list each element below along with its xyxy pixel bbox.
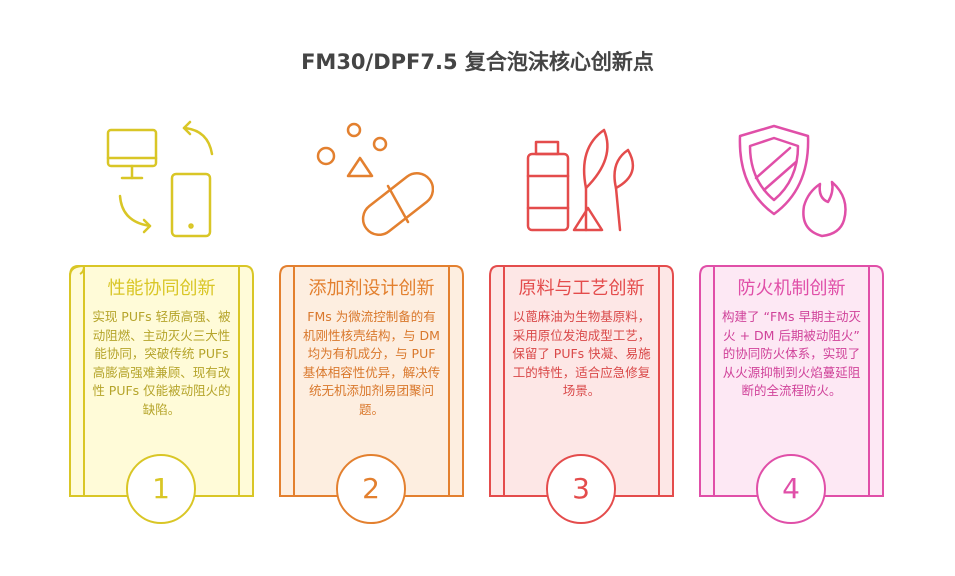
step-number: 2 (336, 454, 406, 524)
step-number: 3 (546, 454, 616, 524)
card-material-process: 原料与工艺创新 以蓖麻油为生物基原料，采用原位发泡成型工艺，保留了 PUFs 快… (488, 262, 675, 524)
card-heading: 原料与工艺创新 (518, 278, 645, 299)
card-fire-mechanism: 防火机制创新 构建了 “FMs 早期主动灭火 + DM 后期被动阻火” 的协同防… (698, 262, 885, 524)
step-number: 4 (756, 454, 826, 524)
card-frame (69, 264, 254, 497)
card-body: 实现 PUFs 轻质高强、被动阻燃、主动灭火三大性能协同，突破传统 PUFs 高… (92, 309, 231, 417)
card-additive-design: 添加剂设计创新 FMs 为微流控制备的有机刚性核壳结构，与 DM 均为有机成分，… (278, 262, 465, 524)
card-frame (489, 265, 674, 497)
card-performance-synergy: 性能协同创新 实现 PUFs 轻质高强、被动阻燃、主动灭火三大性能协同，突破传统… (68, 262, 255, 524)
card-body: 构建了 “FMs 早期主动灭火 + DM 后期被动阻火” 的协同防火体系，实现了… (722, 309, 861, 398)
capsule-particles-icon (316, 122, 434, 237)
page-title: FM30/DPF7.5 复合泡沫核心创新点 (301, 50, 654, 74)
card-body: FMs 为微流控制备的有机刚性核壳结构，与 DM 均为有机成分，与 PUF 基体… (302, 309, 441, 417)
computer-phone-sync-icon (106, 120, 214, 238)
card-frame (279, 265, 464, 497)
card-heading: 添加剂设计创新 (308, 278, 435, 299)
step-number: 1 (126, 454, 196, 524)
bottle-leaf-icon (526, 128, 635, 232)
shield-fire-icon (738, 124, 847, 238)
card-heading: 防火机制创新 (737, 278, 846, 299)
card-frame (699, 265, 884, 497)
card-heading: 性能协同创新 (107, 278, 216, 299)
card-body: 以蓖麻油为生物基原料，采用原位发泡成型工艺，保留了 PUFs 快凝、易施工的特性… (512, 309, 651, 398)
